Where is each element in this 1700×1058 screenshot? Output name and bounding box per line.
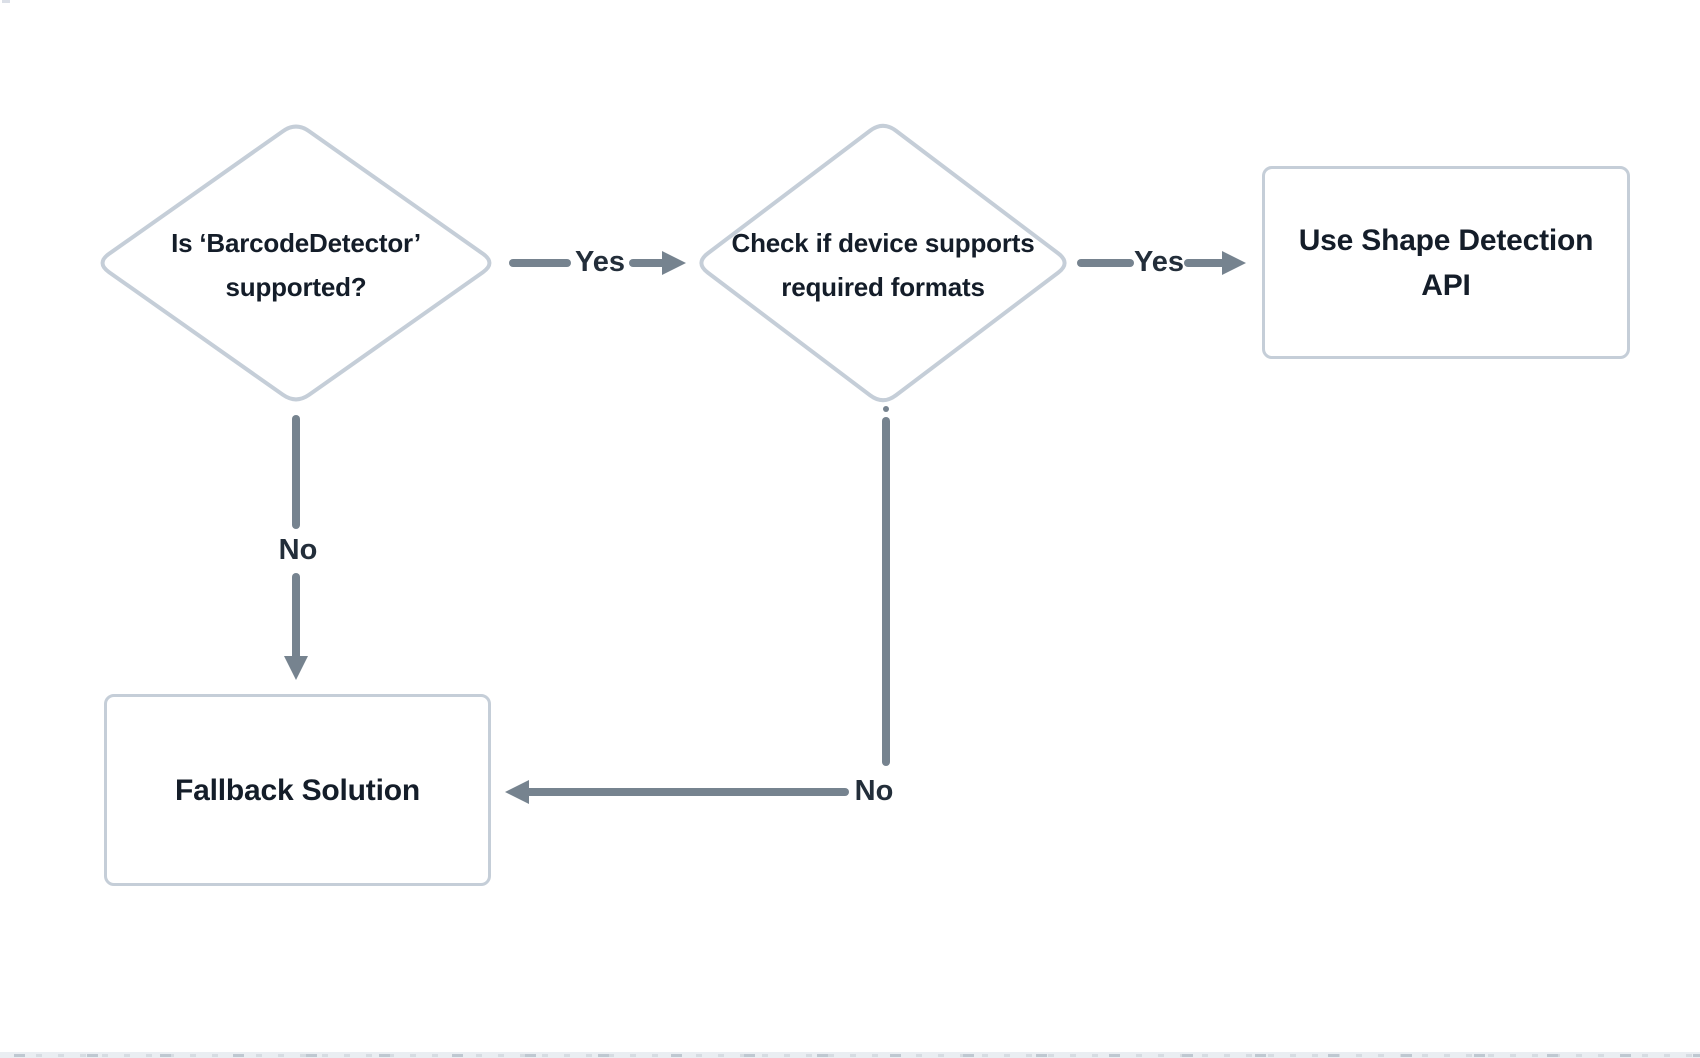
decision-formats-label-line2: required formats [781,272,985,302]
edge-yes-1-arrowhead [662,251,686,275]
edge-yes-1 [509,251,686,275]
process-fallback-solution: Fallback Solution [104,694,491,886]
bottom-strip [0,1052,1700,1058]
process-use-shape-detection-api-line1: Use Shape Detection [1298,223,1594,257]
edge-label-no-1: No [278,533,318,566]
edge-yes-2-arrowhead [1222,251,1246,275]
corner-artifact [2,0,10,3]
process-use-shape-detection-api: Use Shape Detection API [1262,166,1630,359]
decision-barcode-supported-shape [100,124,492,402]
bottom-strip-dashes [14,1054,1700,1057]
process-fallback-solution-label: Fallback Solution [175,773,420,807]
edge-label-no-2: No [854,774,894,807]
edge-no-1 [284,415,308,680]
edge-no-2-arrowhead [505,780,529,804]
decision-barcode-supported-label: Is ‘BarcodeDetector’ supported? [116,221,476,309]
edge-yes-2 [1077,251,1246,275]
edge-no-1-arrowhead [284,656,308,680]
decision-barcode-supported-label-line1: Is ‘BarcodeDetector’ [171,228,421,258]
decision-formats-shape [699,123,1067,403]
decision-formats-label: Check if device supports required format… [703,221,1063,309]
edge-no-2 [505,406,890,804]
edge-label-yes-1: Yes [575,245,625,278]
edge-label-yes-2: Yes [1134,245,1184,278]
edge-no-2-origin-dot [883,406,889,412]
decision-barcode-supported-label-line2: supported? [225,272,367,302]
process-use-shape-detection-api-line2: API [1421,268,1471,302]
decision-formats-label-line1: Check if device supports [731,228,1035,258]
